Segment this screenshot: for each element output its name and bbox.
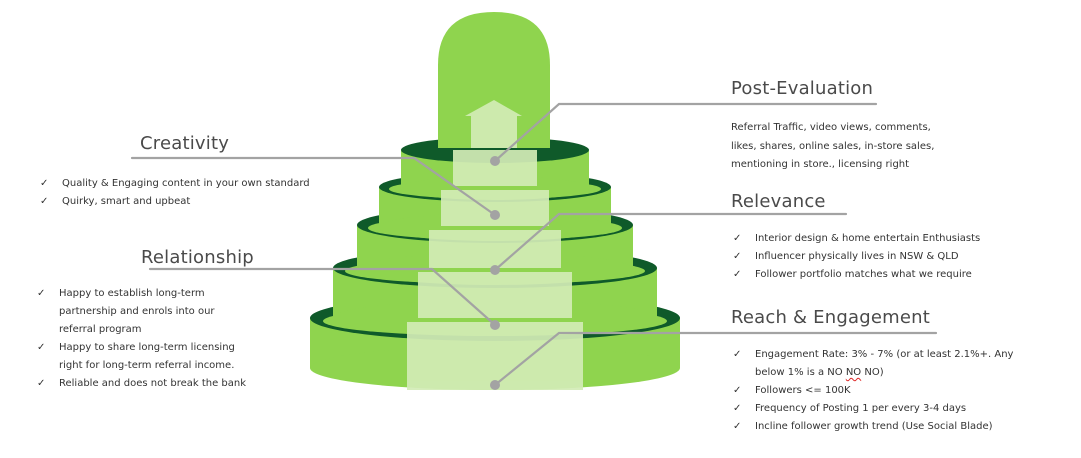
list-item-text: Follower portfolio matches what we requi…	[755, 269, 972, 280]
post-evaluation-line: likes, shares, online sales, in-store sa…	[731, 140, 935, 152]
list-item-text: Influencer physically lives in NSW & QLD	[755, 251, 959, 262]
reach-engagement-list: ✓ Engagement Rate: 3% - 7% (or at least …	[733, 346, 1013, 436]
list-item: ✓ Happy to share long-term licensing rig…	[37, 339, 246, 375]
dot-relevance	[490, 265, 500, 275]
relationship-title: Relationship	[141, 247, 254, 268]
check-icon: ✓	[733, 233, 742, 244]
connector-post-evaluation	[493, 102, 878, 163]
list-item-text: Happy to establish long-term	[59, 288, 205, 299]
connector-creativity	[130, 156, 497, 217]
connector-reach	[493, 331, 938, 387]
check-icon: ✓	[733, 269, 742, 280]
relevance-title: Relevance	[731, 191, 826, 212]
list-item: ✓ Influencer physically lives in NSW & QL…	[733, 248, 980, 266]
list-item: ✓ Frequency of Posting 1 per every 3-4 da…	[733, 400, 1013, 418]
check-icon: ✓	[733, 251, 742, 262]
check-icon: ✓	[733, 421, 742, 432]
relationship-list: ✓ Happy to establish long-term partnersh…	[37, 285, 246, 393]
list-item-text: Quirky, smart and upbeat	[62, 196, 191, 207]
list-item-text: Incline follower growth trend (Use Socia…	[755, 421, 993, 432]
post-evaluation-line: Referral Traffic, video views, comments,	[731, 122, 931, 133]
list-item-text: below 1% is a NO NO NO)	[755, 364, 1013, 382]
list-item: ✓ Engagement Rate: 3% - 7% (or at least …	[733, 346, 1013, 382]
connector-lines	[130, 102, 938, 387]
post-evaluation-title: Post-Evaluation	[731, 78, 874, 99]
list-item: ✓ Quirky, smart and upbeat	[40, 193, 310, 211]
creativity-list: ✓ Quality & Engaging content in your own …	[40, 175, 310, 211]
arrow-overlay	[407, 100, 583, 390]
dot-reach	[490, 380, 500, 390]
list-item-text: Frequency of Posting 1 per every 3-4 day…	[755, 403, 967, 414]
post-evaluation-line: mentioning in store., licensing right	[731, 159, 910, 170]
check-icon: ✓	[733, 403, 742, 414]
text-segment: below 1% is a NO	[755, 367, 846, 378]
dot-creativity	[490, 210, 500, 220]
check-icon: ✓	[37, 288, 46, 299]
list-item: ✓ Happy to establish long-term partnersh…	[37, 285, 246, 339]
connector-dots	[490, 156, 500, 390]
spellcheck-marked-word: NO	[845, 367, 862, 378]
list-item-text: Quality & Engaging content in your own s…	[62, 178, 310, 189]
check-icon: ✓	[37, 342, 46, 353]
connector-relationship	[148, 267, 497, 327]
creativity-title: Creativity	[140, 133, 230, 154]
list-item: ✓ Quality & Engaging content in your own …	[40, 175, 310, 193]
list-item-text: Reliable and does not break the bank	[59, 378, 247, 389]
connector-relevance	[493, 212, 848, 272]
list-item-text: Happy to share long-term licensing	[59, 342, 235, 353]
list-item-text: referral program	[59, 324, 142, 335]
pyramid-top-cylinder	[438, 12, 550, 148]
text-segment: NO)	[861, 367, 884, 378]
list-item-text: Engagement Rate: 3% - 7% (or at least 2.…	[755, 349, 1014, 360]
list-item-text: right for long-term referral income.	[59, 360, 235, 371]
check-icon: ✓	[40, 178, 49, 189]
list-item-text: Followers <= 100K	[755, 385, 851, 396]
list-item: ✓ Reliable and does not break the bank	[37, 375, 246, 393]
list-item: ✓ Follower portfolio matches what we requ…	[733, 266, 980, 284]
dot-post-evaluation	[490, 156, 500, 166]
list-item: ✓ Incline follower growth trend (Use Soci…	[733, 418, 1013, 436]
relevance-list: ✓ Interior design & home entertain Enthus…	[733, 230, 980, 284]
list-item-text: partnership and enrols into our	[59, 306, 215, 317]
check-icon: ✓	[733, 349, 742, 360]
dot-relationship	[490, 320, 500, 330]
list-item-text: Interior design & home entertain Enthusi…	[755, 233, 981, 244]
post-evaluation-text: Referral Traffic, video views, comments,…	[731, 119, 934, 175]
list-item: ✓ Followers <= 100K	[733, 382, 1013, 400]
list-item: ✓ Interior design & home entertain Enthus…	[733, 230, 980, 248]
check-icon: ✓	[40, 196, 49, 207]
check-icon: ✓	[37, 378, 46, 389]
reach-engagement-title: Reach & Engagement	[731, 307, 930, 328]
check-icon: ✓	[733, 385, 742, 396]
